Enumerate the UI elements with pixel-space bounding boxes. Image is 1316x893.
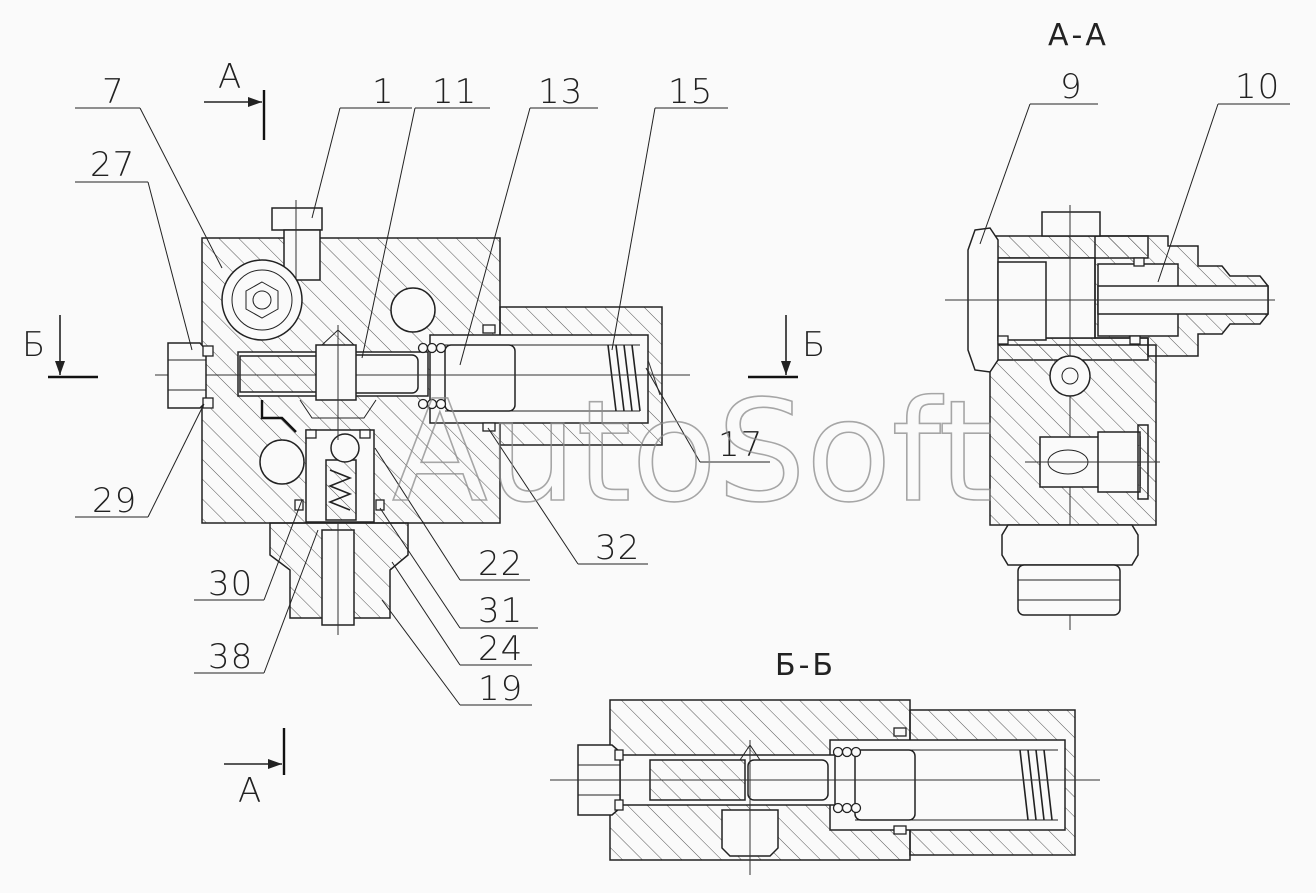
section-mark-a-bottom: А xyxy=(224,728,286,811)
callout-9: 9 xyxy=(1060,67,1083,107)
cap-7 xyxy=(221,259,303,341)
watermark: AutoSoft xyxy=(392,371,993,534)
callouts: 7 1 11 13 15 27 17 29 30 22 32 31 xyxy=(75,67,1290,709)
plug-27 xyxy=(167,342,207,409)
screw-1 xyxy=(271,207,323,231)
callout-19: 19 xyxy=(478,669,523,709)
section-title-bb: Б-Б xyxy=(775,648,836,683)
view-aa: А-А xyxy=(945,18,1275,630)
section-mark-a-top-label: А xyxy=(218,57,242,97)
main-view xyxy=(155,200,690,635)
callout-38: 38 xyxy=(208,637,253,677)
callout-32: 32 xyxy=(595,528,640,568)
callout-30: 30 xyxy=(208,564,253,604)
callout-29: 29 xyxy=(92,481,137,521)
section-mark-a-top: А xyxy=(204,57,266,140)
callout-11: 11 xyxy=(432,72,477,112)
callout-15: 15 xyxy=(668,72,713,112)
callout-13: 13 xyxy=(538,72,583,112)
spring-15 xyxy=(607,344,641,412)
aa-bottom-nut xyxy=(1001,524,1139,566)
callout-22: 22 xyxy=(478,544,523,584)
callout-31: 31 xyxy=(478,591,523,631)
callout-7: 7 xyxy=(102,72,125,112)
callout-17: 17 xyxy=(718,425,763,465)
section-title-aa: А-А xyxy=(1048,18,1109,53)
view-bb: Б-Б xyxy=(550,648,1100,875)
callout-10: 10 xyxy=(1235,67,1280,107)
section-mark-b-right-label: Б xyxy=(802,325,826,365)
callout-24: 24 xyxy=(478,629,523,669)
section-mark-b-left-label: Б xyxy=(22,325,46,365)
callout-27: 27 xyxy=(90,145,135,185)
section-mark-b-left: Б xyxy=(22,315,98,379)
section-mark-b-right: Б xyxy=(748,315,826,379)
section-mark-a-bottom-label: А xyxy=(238,771,262,811)
callout-1: 1 xyxy=(372,72,395,112)
